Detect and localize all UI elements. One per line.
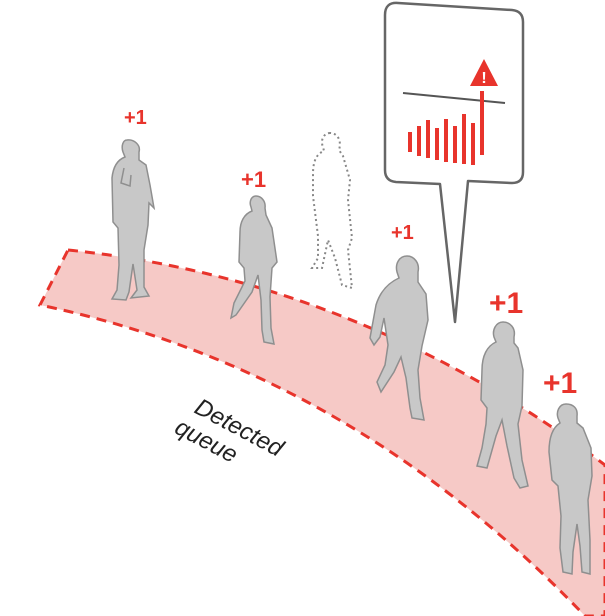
count-badge: +1 bbox=[543, 367, 577, 400]
count-badge: +1 bbox=[391, 222, 414, 244]
count-badge: +1 bbox=[241, 167, 266, 192]
warning-glyph: ! bbox=[481, 70, 486, 87]
person-3 bbox=[312, 133, 352, 288]
queue-label: Detected queue bbox=[170, 390, 288, 487]
count-badge: +1 bbox=[124, 107, 147, 129]
person-figure-outline bbox=[312, 133, 352, 288]
count-badge: +1 bbox=[489, 287, 523, 320]
